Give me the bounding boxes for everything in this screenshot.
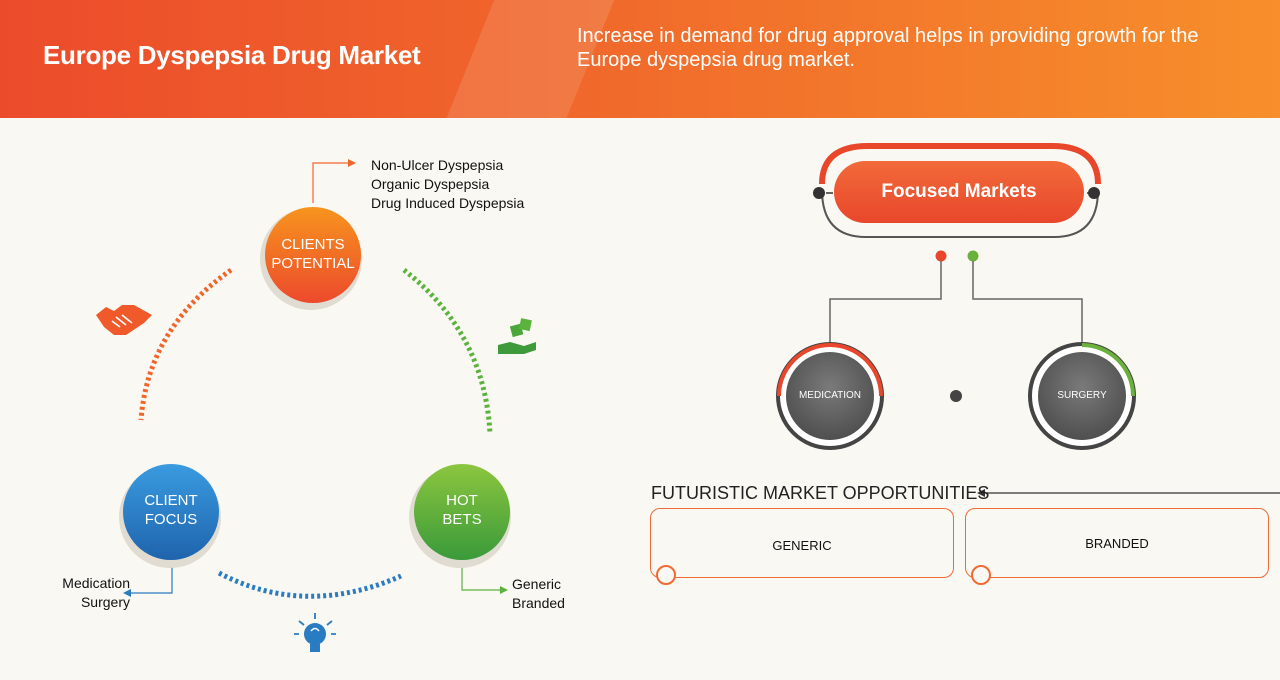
hot-bets-line-1: HOT — [446, 492, 478, 509]
hot-bets-line-2: BETS — [442, 511, 482, 528]
focused-markets-pill — [834, 161, 1084, 223]
list-item: Generic — [512, 576, 562, 592]
connector-medication — [829, 261, 942, 348]
connector-dot-green — [967, 250, 979, 262]
dice-hand-icon — [498, 318, 536, 354]
medication-label: MEDICATION — [798, 390, 862, 401]
surgery-circle — [1038, 352, 1126, 440]
list-item: Medication — [62, 575, 130, 591]
opportunity-box-generic: GENERIC — [650, 508, 954, 585]
opportunity-box-branded: BRANDED — [965, 508, 1269, 585]
connector-hotbets — [461, 560, 500, 591]
connector-focus — [130, 560, 173, 594]
header-banner: Europe Dyspepsia Drug Market Increase in… — [0, 0, 1280, 118]
client-focus-line-2: FOCUS — [144, 511, 198, 528]
medication-circle — [786, 352, 874, 440]
opportunity-branded-dot — [971, 565, 991, 585]
page-subtitle: Increase in demand for drug approval hel… — [577, 25, 1199, 71]
hot-bets-label: HOT BETS — [414, 491, 510, 529]
arc-green — [402, 268, 493, 435]
focused-markets-diagram — [776, 143, 1280, 497]
center-dot — [950, 390, 962, 402]
client-focus-list: Medication Surgery — [40, 574, 130, 612]
lightbulb-icon — [294, 613, 336, 652]
medication-ring-accent — [777, 343, 883, 397]
pill-dot-left — [813, 187, 825, 199]
opportunities-arrow-head — [977, 489, 985, 497]
connector-dot-red — [935, 250, 947, 262]
client-focus-label: CLIENT FOCUS — [123, 491, 219, 529]
handshake-icon — [96, 305, 152, 335]
arc-orange — [138, 267, 233, 421]
pill-dot-right — [1088, 187, 1100, 199]
focused-markets-label: Focused Markets — [881, 181, 1037, 202]
hot-bets-list: Generic Branded — [512, 575, 565, 613]
opportunity-generic-label: GENERIC — [772, 538, 832, 553]
connector-surgery — [972, 261, 1083, 348]
list-item: Non-Ulcer Dyspepsia — [371, 157, 504, 173]
client-focus-circle — [123, 464, 219, 560]
page-title: Europe Dyspepsia Drug Market — [43, 40, 421, 70]
list-item: Drug Induced Dyspepsia — [371, 195, 525, 211]
opportunities-title: FUTURISTIC MARKET OPPORTUNITIES — [651, 483, 990, 503]
list-item: Surgery — [80, 594, 130, 610]
arrow-focus — [123, 589, 131, 597]
cycle-diagram — [96, 159, 536, 652]
clients-potential-line-1: CLIENTS — [281, 236, 345, 253]
client-focus-line-1: CLIENT — [144, 492, 198, 509]
surgery-label: SURGERY — [1057, 390, 1107, 401]
surgery-ring-accent — [1081, 343, 1135, 397]
clients-potential-line-2: POTENTIAL — [271, 255, 355, 272]
list-item: Organic Dyspepsia — [371, 176, 490, 192]
list-item: Branded — [512, 595, 565, 611]
clients-potential-list: Non-Ulcer Dyspepsia Organic Dyspepsia Dr… — [371, 156, 524, 213]
opportunity-generic-dot — [656, 565, 676, 585]
connector-clients — [312, 162, 348, 203]
opportunity-branded-label: BRANDED — [1085, 536, 1149, 551]
pill-bottom-arc — [821, 189, 1099, 238]
arrow-hotbets — [500, 586, 508, 594]
arrow-clients — [348, 159, 356, 167]
hot-bets-circle — [414, 464, 510, 560]
pill-top-arc — [819, 143, 1101, 185]
clients-potential-label: CLIENTS POTENTIAL — [265, 235, 361, 273]
arc-blue — [217, 570, 403, 599]
clients-potential-circle — [265, 207, 361, 303]
